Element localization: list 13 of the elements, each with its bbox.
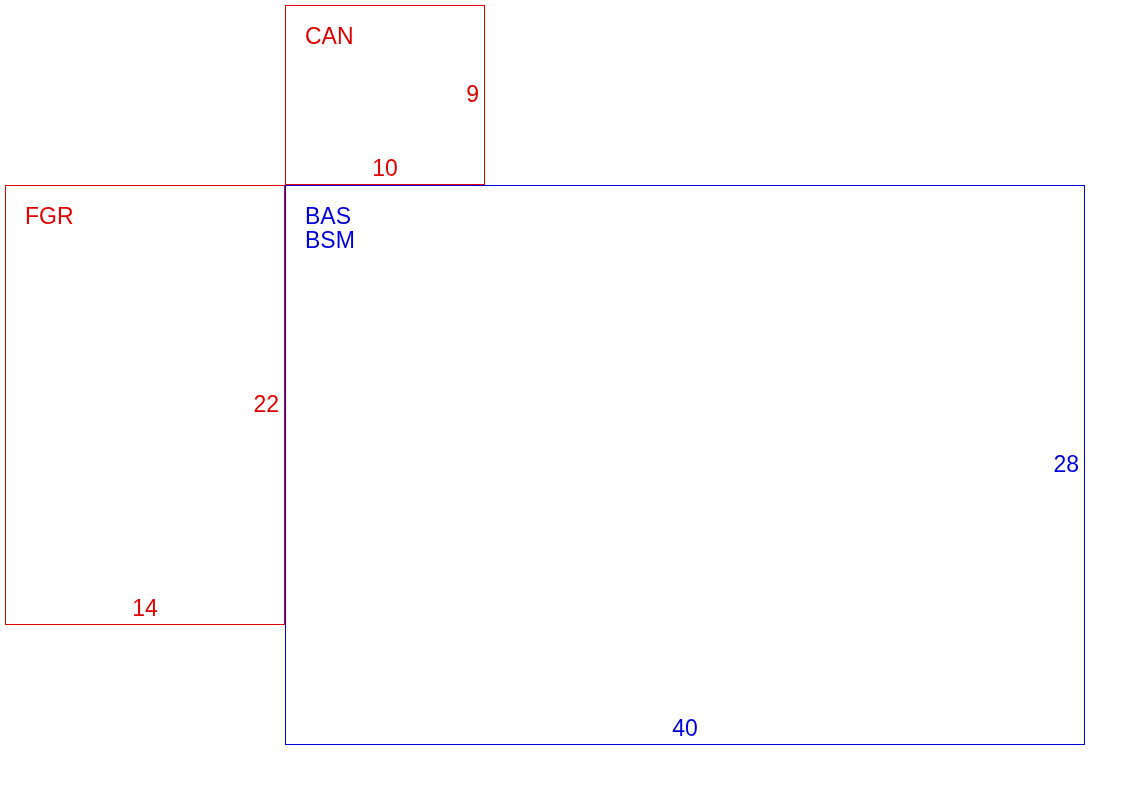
dimension-label: 40 — [672, 716, 698, 740]
area-outline — [285, 5, 485, 185]
dimension-label: 14 — [132, 596, 158, 620]
dimension-label: 9 — [466, 82, 479, 106]
area-name: BSM — [305, 228, 355, 252]
area-name: BAS — [305, 204, 352, 228]
area-outline — [285, 185, 1085, 745]
dimension-label: 22 — [253, 392, 279, 416]
area-outline — [5, 185, 285, 625]
dimension-label: 10 — [372, 156, 398, 180]
dimension-label: 28 — [1053, 452, 1079, 476]
area-name: CAN — [305, 24, 354, 48]
area-name: FGR — [25, 204, 74, 228]
